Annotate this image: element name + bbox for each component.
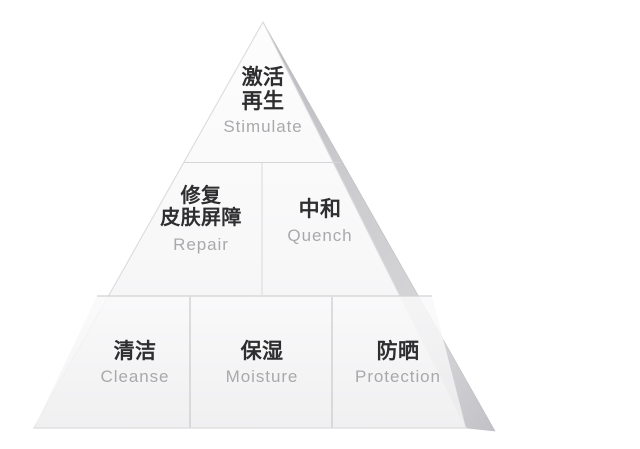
base-row-shading [34, 296, 466, 428]
